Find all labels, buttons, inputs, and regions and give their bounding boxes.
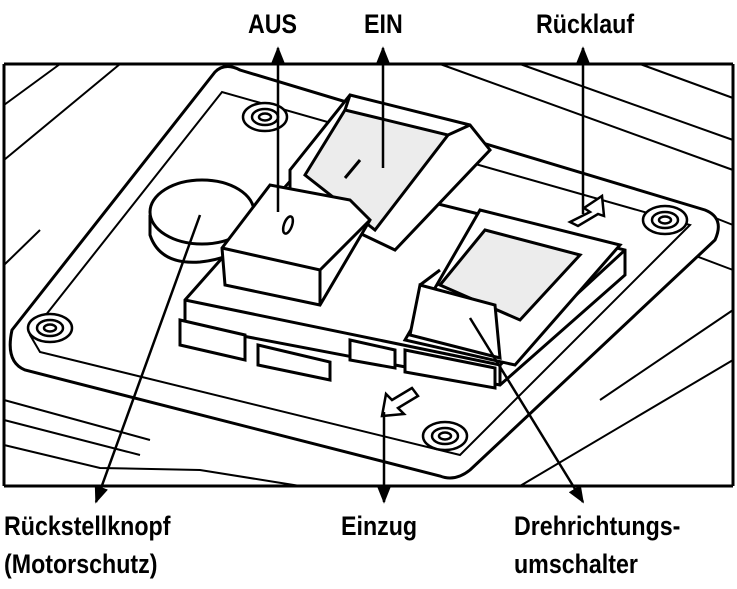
direction-rocker-switch — [402, 208, 623, 367]
label-umschalter: umschalter — [514, 549, 638, 579]
leader-drehrichtung — [468, 317, 585, 504]
label-ruecklauf: Rücklauf — [536, 9, 635, 39]
screw-left — [26, 312, 74, 344]
ruecklauf-arrow-icon — [567, 193, 606, 228]
label-aus: AUS — [248, 9, 298, 39]
screw-bottom — [421, 420, 469, 452]
off-rocker-switch — [220, 183, 372, 307]
label-drehrichtungs: Drehrichtungs- — [514, 511, 681, 541]
label-ein: EIN — [364, 9, 403, 39]
einzug-arrow-icon — [380, 386, 420, 418]
screw-right — [641, 204, 689, 236]
mounting-screws — [26, 101, 689, 452]
leader-rueckstellknopf — [94, 214, 202, 504]
label-einzug: Einzug — [341, 511, 418, 541]
drawing-frame — [2, 62, 735, 488]
label-motorschutz: (Motorschutz) — [4, 549, 158, 579]
label-rueckstellknopf: Rückstellknopf — [4, 511, 171, 541]
leader-lines — [94, 46, 590, 504]
screw-top-left — [241, 101, 289, 133]
